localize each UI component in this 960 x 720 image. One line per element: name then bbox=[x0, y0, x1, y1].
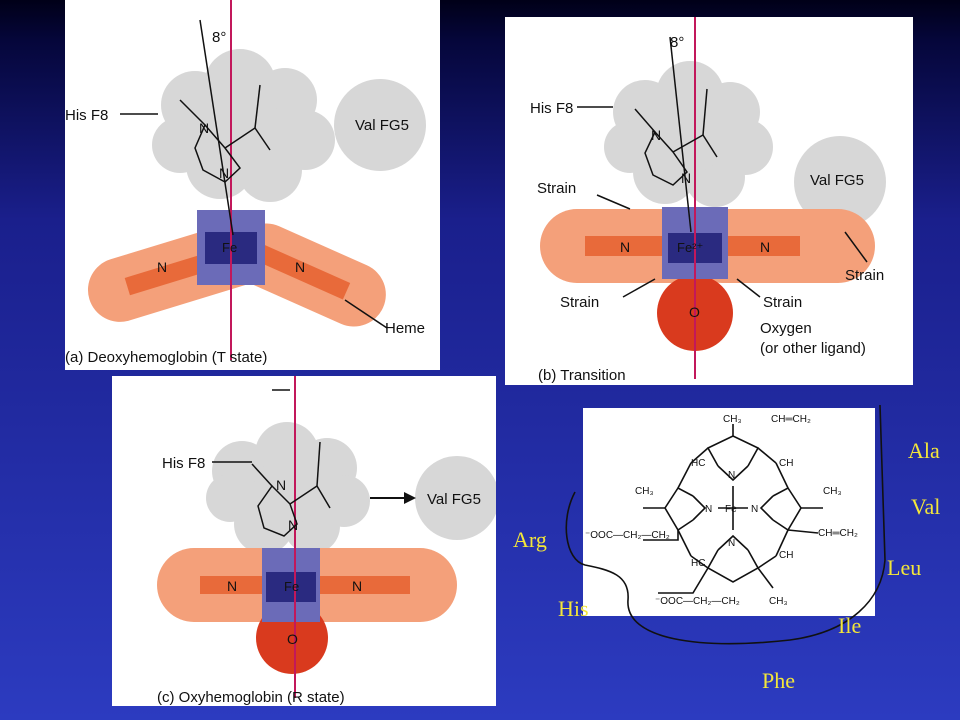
residue-leu: Leu bbox=[887, 555, 922, 580]
val-arrow-head bbox=[404, 492, 416, 504]
ch3-left: CH₃ bbox=[635, 486, 654, 497]
fe-label: Fe²⁺ bbox=[677, 240, 703, 255]
o-label: O bbox=[689, 304, 700, 320]
strain-leader-4 bbox=[736, 278, 761, 298]
propionate-2: ⁻OOC—CH₂—CH₂ bbox=[655, 596, 740, 607]
oxy-diagram: His F8 Val FG5 N N N N Fe O (c) Oxyhemog… bbox=[157, 376, 496, 706]
panel-oxyhemoglobin: His F8 Val FG5 N N N N Fe O (c) Oxyhemog… bbox=[112, 376, 496, 706]
n-label-3: N bbox=[620, 239, 630, 255]
panel-a-caption: (a) Deoxyhemoglobin (T state) bbox=[65, 349, 267, 366]
val-fg5-label: Val FG5 bbox=[427, 491, 481, 508]
deoxy-diagram: 8° His F8 Val FG5 N N N N Fe Heme (a) De… bbox=[65, 0, 426, 366]
iron-core bbox=[266, 572, 316, 602]
strain-leader-3 bbox=[622, 278, 656, 298]
his-f8-label: His F8 bbox=[65, 107, 108, 124]
fe-label: Fe bbox=[222, 240, 237, 255]
strain-label-1: Strain bbox=[537, 180, 576, 197]
strain-leader-2 bbox=[844, 231, 868, 263]
ch-top: CH bbox=[779, 458, 793, 469]
val-fg5-label: Val FG5 bbox=[810, 172, 864, 189]
n-label-4: N bbox=[352, 578, 362, 594]
panel-porphyrin: CH₃ CH═CH₂ HC CH CH₃ CH₃ N N Fe N N CH═C… bbox=[583, 408, 875, 616]
n-bottom: N bbox=[728, 538, 735, 549]
n-label-1: N bbox=[651, 127, 661, 143]
oxygen-label: Oxygen bbox=[760, 320, 812, 337]
ch3-bottom: CH₃ bbox=[769, 596, 788, 607]
n-label-1: N bbox=[199, 120, 209, 136]
n-label-4: N bbox=[760, 239, 770, 255]
residue-his: His bbox=[558, 596, 589, 621]
residue-arg: Arg bbox=[513, 527, 547, 552]
heme-right bbox=[234, 223, 386, 327]
protein-cloud bbox=[152, 49, 335, 202]
panel-c-caption: (c) Oxyhemoglobin (R state) bbox=[157, 689, 345, 706]
panel-deoxyhemoglobin: 8° His F8 Val FG5 N N N N Fe Heme (a) De… bbox=[65, 0, 440, 370]
protein-cloud bbox=[604, 61, 773, 207]
ch3-right: CH₃ bbox=[823, 486, 842, 497]
heme-leader bbox=[344, 299, 388, 329]
val-fg5-sphere bbox=[334, 79, 426, 171]
heme-label: Heme bbox=[385, 320, 425, 337]
n-right: N bbox=[751, 504, 758, 515]
n-label-1: N bbox=[276, 477, 286, 493]
imidazole-ring bbox=[634, 88, 718, 186]
hc-top: HC bbox=[691, 458, 705, 469]
porphyrin-diagram: CH₃ CH═CH₂ HC CH CH₃ CH₃ N N Fe N N CH═C… bbox=[585, 414, 858, 607]
val-fg5-sphere bbox=[415, 456, 496, 540]
imidazole-ring bbox=[251, 441, 331, 537]
angle-label: 8° bbox=[212, 29, 226, 46]
fe-label: Fe bbox=[284, 579, 299, 594]
n-top: N bbox=[728, 470, 735, 481]
residue-phe: Phe bbox=[762, 668, 795, 693]
residue-ile: Ile bbox=[838, 613, 862, 638]
n-label-2: N bbox=[681, 170, 691, 186]
ch-bottom: CH bbox=[779, 550, 793, 561]
n-left: N bbox=[705, 504, 712, 515]
propionate-1: ⁻OOC—CH₂—CH₂ bbox=[585, 530, 670, 541]
val-fg5-label: Val FG5 bbox=[355, 117, 409, 134]
his-axis-line bbox=[199, 19, 234, 236]
n-label-4: N bbox=[295, 259, 305, 275]
protein-cloud bbox=[206, 422, 370, 554]
val-fg5-sphere bbox=[794, 136, 886, 228]
strain-label-3: Strain bbox=[560, 294, 599, 311]
n-label-3: N bbox=[227, 578, 237, 594]
his-f8-label: His F8 bbox=[162, 455, 205, 472]
n-label-2: N bbox=[288, 517, 298, 533]
o-label: O bbox=[287, 631, 298, 647]
his-f8-label: His F8 bbox=[530, 100, 573, 117]
strain-leader-1 bbox=[596, 194, 631, 210]
n-label-2: N bbox=[219, 165, 229, 181]
ligand-label: (or other ligand) bbox=[760, 340, 866, 357]
transition-diagram: 8° His F8 Val FG5 Strain Strain Strain S… bbox=[530, 17, 886, 384]
panel-transition: 8° His F8 Val FG5 Strain Strain Strain S… bbox=[505, 17, 913, 385]
his-axis-line bbox=[669, 36, 692, 233]
strain-label-2: Strain bbox=[845, 267, 884, 284]
residue-val: Val bbox=[911, 494, 941, 519]
residue-ala: Ala bbox=[908, 438, 940, 463]
panel-b-caption: (b) Transition bbox=[538, 367, 626, 384]
strain-label-4: Strain bbox=[763, 294, 802, 311]
ch3-top: CH₃ bbox=[723, 414, 742, 425]
fe-center: Fe bbox=[725, 504, 737, 515]
vinyl-right: CH═CH₂ bbox=[818, 528, 858, 539]
hc-bottom: HC bbox=[691, 558, 705, 569]
vinyl-top: CH═CH₂ bbox=[771, 414, 811, 425]
n-label-3: N bbox=[157, 259, 167, 275]
imidazole-ring bbox=[179, 84, 271, 183]
angle-label: 8° bbox=[670, 34, 684, 51]
